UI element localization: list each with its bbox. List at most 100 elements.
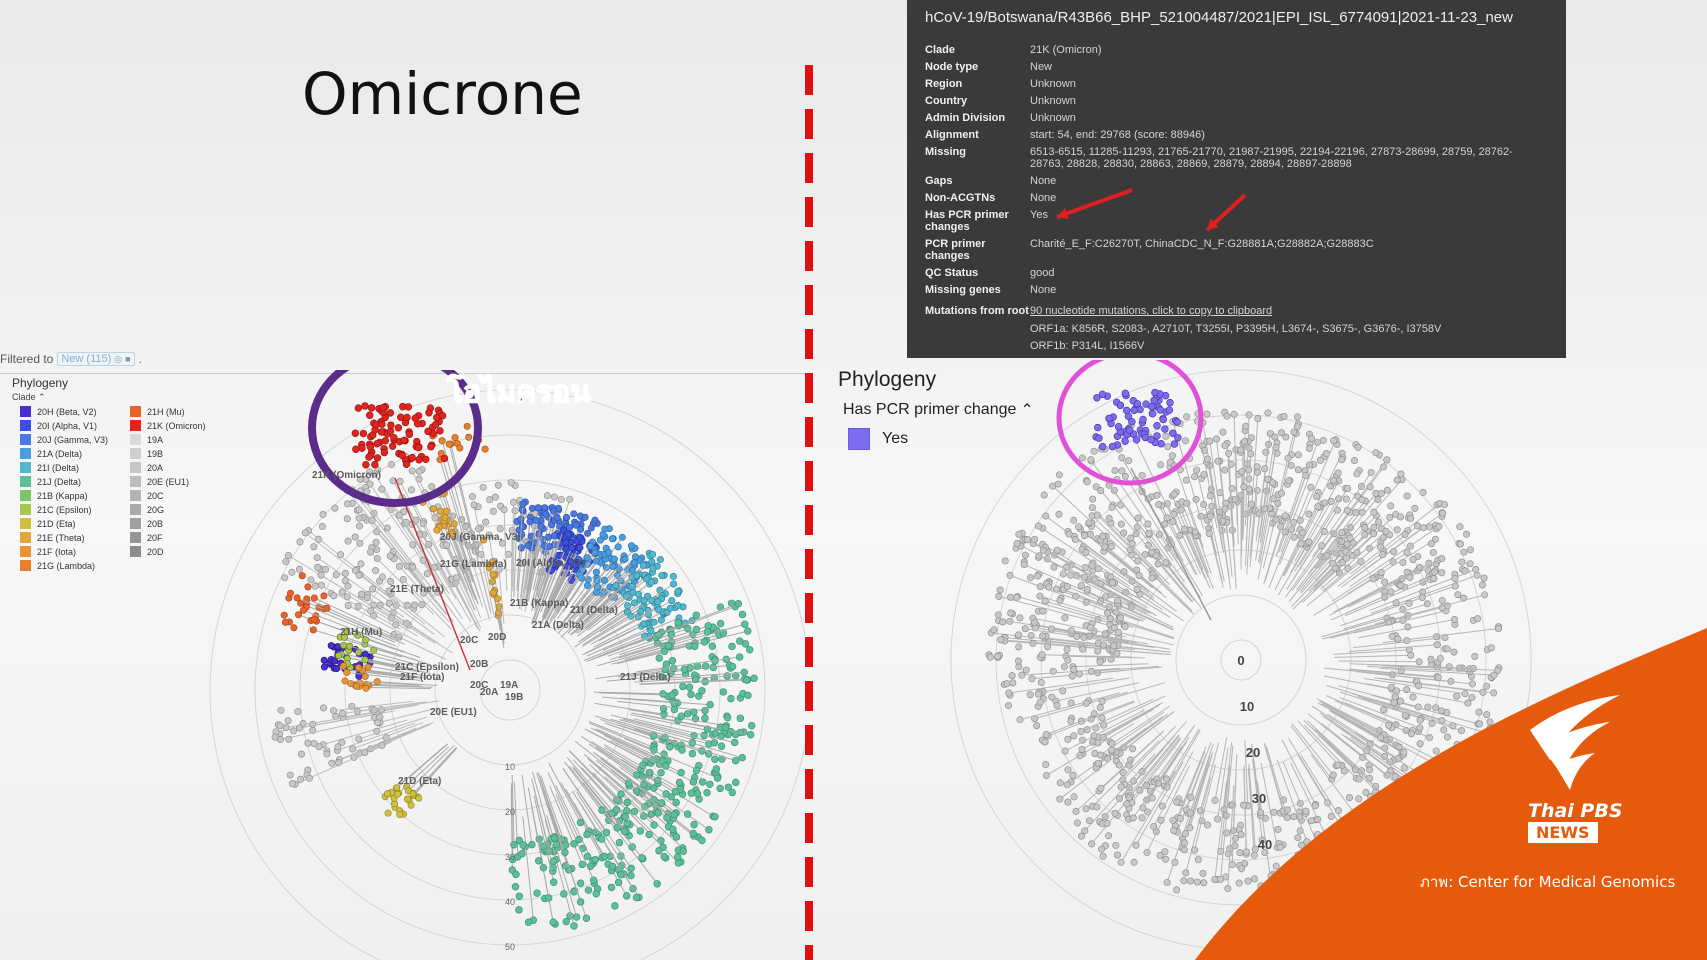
tree-node — [494, 481, 502, 489]
tree-node — [640, 780, 648, 789]
branch — [413, 747, 458, 796]
left-legend-toggle[interactable]: Clade ⌃ — [12, 392, 68, 403]
tree-node — [1370, 523, 1378, 531]
tree-node — [1431, 568, 1439, 576]
tree-node — [1314, 438, 1322, 446]
legend-item[interactable]: 21C (Epsilon) — [20, 504, 92, 515]
tree-node — [1097, 784, 1105, 792]
tree-node — [387, 577, 395, 585]
legend-item[interactable]: 21D (Eta) — [20, 518, 76, 529]
branch — [1322, 621, 1389, 640]
tree-node — [1435, 522, 1443, 530]
tree-node — [288, 780, 296, 788]
right-legend-toggle[interactable]: Has PCR primer change⌃ — [843, 400, 1034, 420]
filter-chip[interactable]: New (115) ◎ ■ — [57, 352, 135, 366]
tree-node — [728, 788, 737, 797]
tree-node — [1036, 592, 1044, 600]
tree-node — [662, 660, 671, 668]
tree-node — [354, 631, 362, 639]
tree-node — [1393, 476, 1401, 484]
tree-node — [1061, 614, 1069, 622]
tree-node — [1073, 819, 1081, 827]
branch — [1047, 640, 1135, 651]
pcr-yes-node — [1166, 398, 1174, 407]
tree-node — [1116, 614, 1124, 622]
tree-node — [655, 654, 663, 662]
tree-node — [1081, 531, 1089, 539]
tree-node — [632, 787, 641, 795]
branch — [1257, 482, 1274, 563]
branch — [1332, 552, 1408, 602]
info-value: None — [1030, 192, 1057, 204]
info-value: 6513-6515, 11285-11293, 21765-21770, 219… — [1030, 146, 1513, 170]
legend-item[interactable]: 19B — [130, 448, 163, 459]
chevron-up-icon[interactable]: ⌃ — [1020, 402, 1034, 419]
legend-item[interactable]: 21E (Theta) — [20, 532, 85, 543]
sequence-info-panel: hCoV-19/Botswana/R43B66_BHP_521004487/20… — [907, 0, 1566, 358]
legend-label: 21I (Delta) — [37, 462, 80, 473]
tree-node — [1101, 630, 1109, 638]
branch — [1347, 538, 1436, 595]
legend-item[interactable]: 20J (Gamma, V3) — [20, 434, 108, 445]
tree-node — [1048, 625, 1056, 633]
tree-node — [1068, 672, 1076, 680]
legend-item[interactable]: 20B — [130, 518, 163, 529]
legend-item[interactable]: 20C — [130, 490, 164, 501]
branch — [1097, 716, 1163, 764]
tree-node — [1313, 493, 1321, 501]
legend-item[interactable]: 20D — [130, 546, 164, 557]
trash-icon[interactable]: ■ — [125, 354, 131, 364]
legend-item[interactable]: 20E (EU1) — [130, 476, 189, 487]
tree-node — [734, 599, 743, 608]
legend-item[interactable]: 21J (Delta) — [20, 476, 81, 487]
tree-node — [719, 688, 728, 696]
info-key: Region — [925, 78, 963, 90]
info-value: 21K (Omicron) — [1030, 44, 1102, 56]
hide-icon[interactable]: ◎ — [114, 353, 123, 364]
branch — [390, 508, 445, 591]
tree-node — [1475, 708, 1483, 716]
legend-item[interactable]: 20F — [130, 532, 163, 543]
branch — [320, 574, 407, 628]
tree-node — [1180, 839, 1188, 847]
copy-mutations-link[interactable]: 90 nucleotide mutations, click to copy t… — [1030, 305, 1273, 317]
legend-label: 21F (Iota) — [37, 546, 77, 557]
tree-node — [1161, 520, 1169, 528]
branch — [1084, 753, 1156, 832]
tree-node — [357, 560, 365, 568]
legend-item[interactable]: 21I (Delta) — [20, 462, 79, 473]
tree-node — [1281, 512, 1289, 520]
tree-node — [711, 813, 719, 821]
legend-item[interactable]: 21F (Iota) — [20, 546, 76, 557]
tree-node — [1078, 454, 1086, 462]
legend-item[interactable]: 19A — [130, 434, 163, 445]
legend-item[interactable]: 21G (Lambda) — [20, 560, 95, 571]
tree-node — [527, 532, 535, 540]
legend-item[interactable]: 21K (Omicron) — [130, 420, 206, 431]
tree-node — [557, 495, 565, 503]
legend-item[interactable]: 20H (Beta, V2) — [20, 406, 97, 417]
tree-node — [582, 914, 591, 922]
tree-node — [1481, 591, 1489, 599]
legend-item[interactable]: 21A (Delta) — [20, 448, 82, 459]
tree-node — [1293, 413, 1301, 421]
tree-node — [1228, 485, 1236, 493]
tree-node — [1471, 652, 1479, 660]
legend-item[interactable]: 21B (Kappa) — [20, 490, 88, 501]
tree-node — [1315, 855, 1323, 863]
legend-item[interactable]: 20I (Alpha, V1) — [20, 420, 97, 431]
chevron-up-icon[interactable]: ⌃ — [38, 392, 46, 402]
tree-node — [1015, 643, 1023, 651]
legend-item[interactable]: 20G — [130, 504, 164, 515]
legend-item[interactable]: 21H (Mu) — [130, 406, 185, 417]
tree-node — [409, 790, 417, 798]
legend-item[interactable]: 20A — [130, 462, 163, 473]
branch — [1104, 546, 1167, 599]
tree-node — [562, 538, 570, 546]
tree-node — [640, 596, 648, 604]
tree-node — [337, 551, 345, 559]
tree-node — [1039, 632, 1047, 640]
tree-node — [1127, 534, 1135, 542]
tree-node — [1121, 623, 1129, 631]
tree-node — [1290, 813, 1298, 821]
